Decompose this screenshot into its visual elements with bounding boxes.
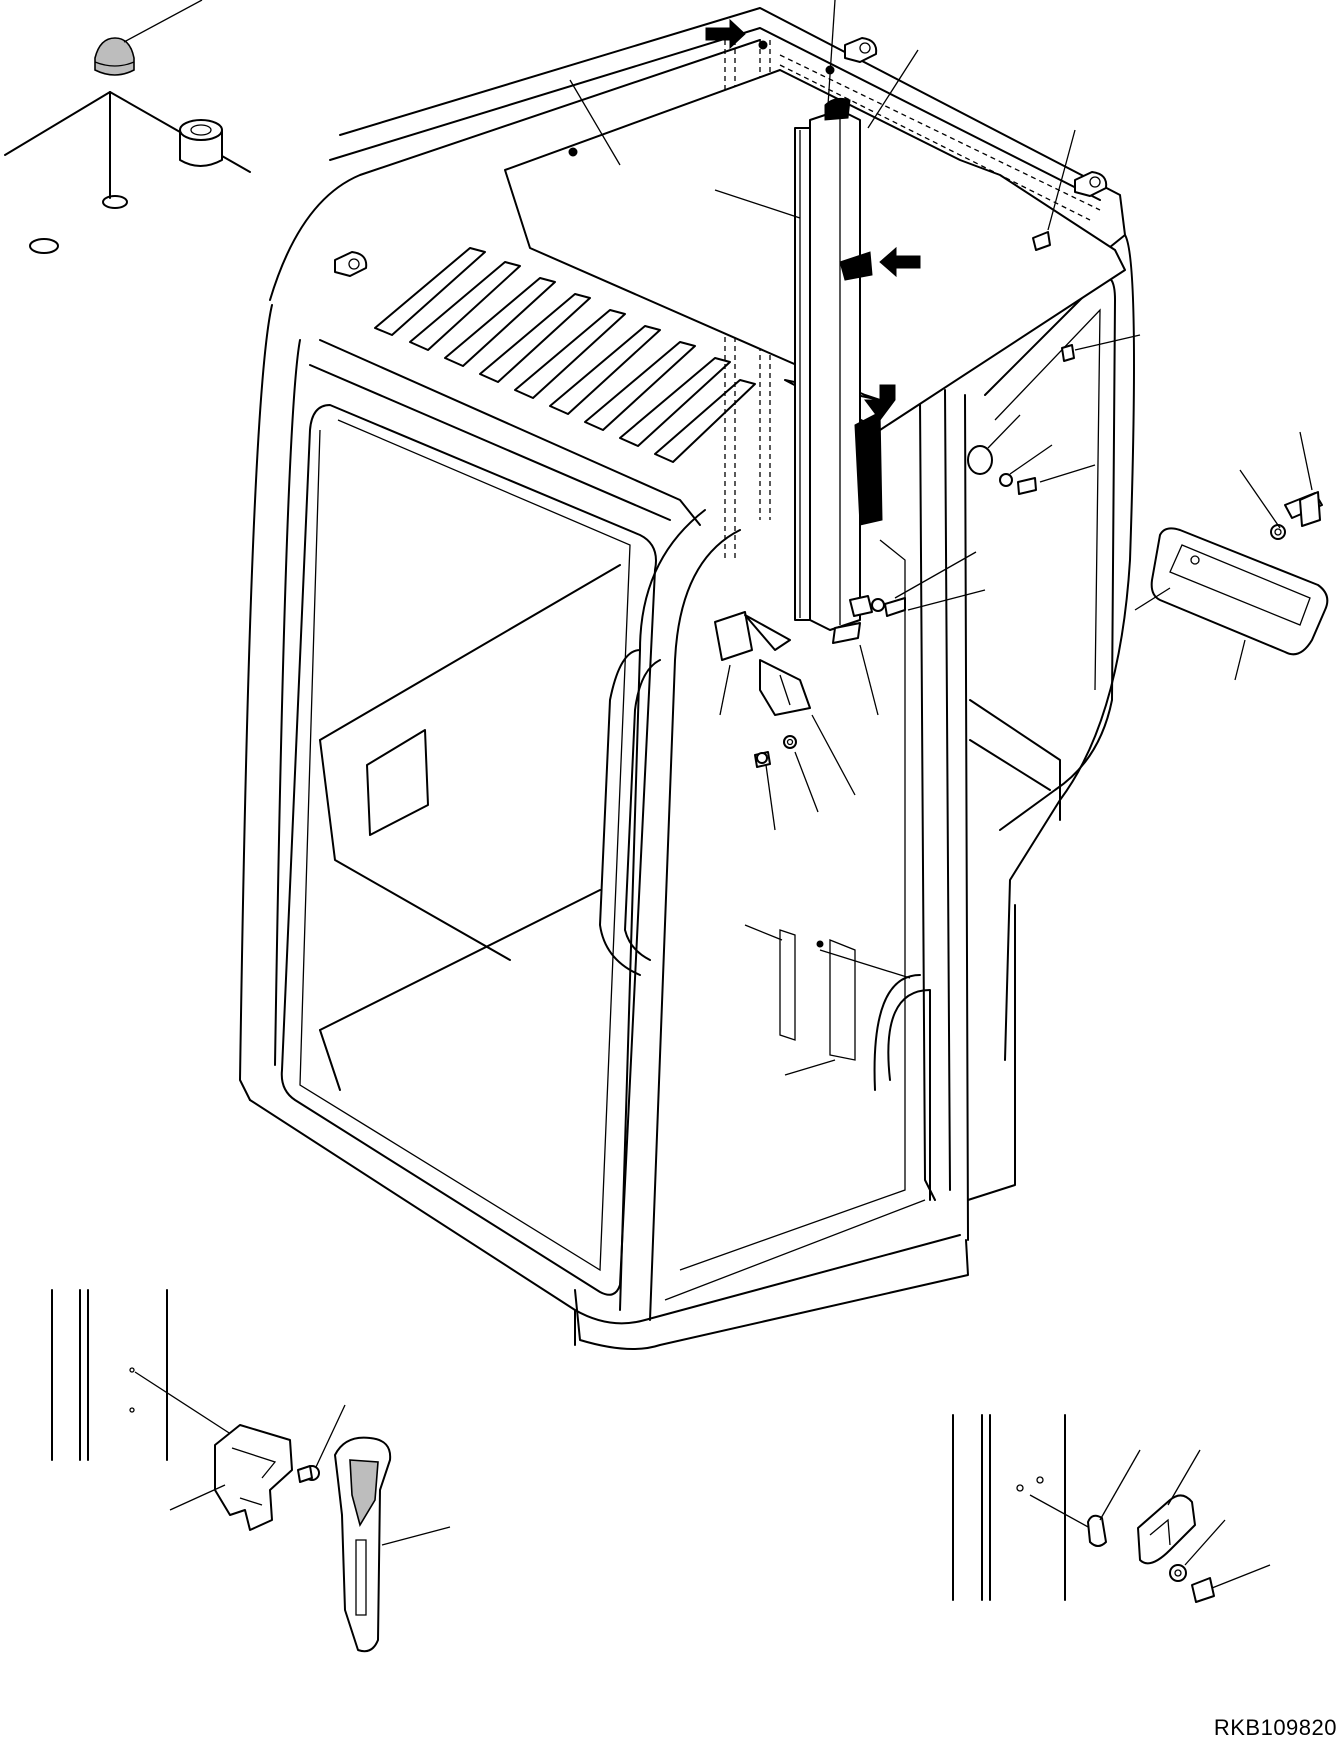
callout-leaders [569,0,1313,1076]
stopper-detail [4,0,251,254]
drawing-number: RKB109820 [1213,1715,1337,1740]
slide-rail [794,97,883,631]
grab-handle [1134,491,1329,656]
cab-frame [239,7,1135,1350]
striker-bracket-assembly [714,595,906,768]
door-label-plates [779,929,856,1061]
assembly-arrows [705,18,921,421]
eye-bolts [334,37,1108,277]
guide-lines [724,40,1101,560]
door-cap-parts [967,231,1075,495]
door-catch-detail [952,1414,1271,1603]
door-lock-detail [51,1289,451,1653]
roof-vents [374,247,756,463]
